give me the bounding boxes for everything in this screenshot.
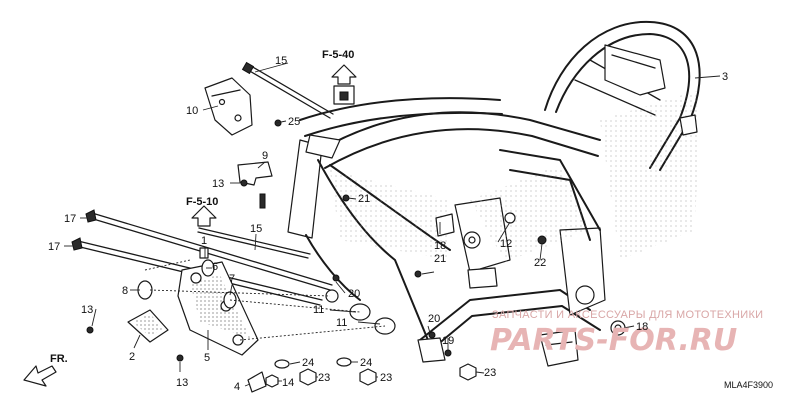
callout-15: 15 bbox=[250, 223, 262, 235]
callout-23-b: 23 bbox=[380, 372, 392, 384]
callout-16: 15 bbox=[275, 55, 287, 67]
callout-22: 22 bbox=[534, 257, 546, 269]
callout-11-a: 11 bbox=[313, 304, 324, 316]
callout-1: 1 bbox=[201, 235, 207, 247]
diagram-code: MLA4F3900 bbox=[724, 380, 773, 390]
callout-17-top: 17 bbox=[64, 213, 76, 225]
callout-4: 4 bbox=[234, 381, 240, 393]
callout-21-bottom: 21 bbox=[434, 253, 446, 265]
callout-18-center: 18 bbox=[434, 240, 446, 252]
callout-12: 12 bbox=[500, 238, 512, 250]
callout-10: 10 bbox=[186, 105, 198, 117]
watermark: ЗАПЧАСТИ И АКСЕССУАРЫ ДЛЯ МОТОТЕХНИКИ PA… bbox=[490, 309, 763, 358]
leader-lines bbox=[64, 62, 721, 387]
callout-11-b: 11 bbox=[336, 317, 347, 329]
callout-6: 6 bbox=[212, 261, 218, 273]
callout-5: 5 bbox=[204, 352, 210, 364]
callout-20-left: 20 bbox=[348, 288, 360, 300]
watermark-line2: PARTS-FOR.RU bbox=[490, 323, 737, 358]
callout-23-c: 23 bbox=[484, 367, 496, 379]
bracket-9 bbox=[237, 161, 273, 209]
callout-18-right: 18 bbox=[636, 321, 648, 333]
callout-9: 9 bbox=[262, 150, 268, 162]
callout-25: 25 bbox=[288, 116, 300, 128]
ref-label-f510: F-5-10 bbox=[186, 196, 218, 208]
watermark-line1: ЗАПЧАСТИ И АКСЕССУАРЫ ДЛЯ МОТОТЕХНИКИ bbox=[492, 309, 763, 321]
upper-bracket bbox=[204, 61, 334, 136]
main-frame bbox=[287, 20, 701, 367]
callout-14: 14 bbox=[282, 377, 294, 389]
callout-8: 8 bbox=[122, 285, 128, 297]
callout-24-left: 24 bbox=[302, 357, 314, 369]
fasteners bbox=[86, 119, 626, 393]
ref-f540 bbox=[331, 64, 357, 105]
callout-13-bottom: 13 bbox=[176, 377, 188, 389]
front-label: FR. bbox=[50, 353, 68, 365]
callout-21-top: 21 bbox=[358, 193, 370, 205]
callout-13-top: 13 bbox=[212, 178, 224, 190]
callout-17-bottom: 17 bbox=[48, 241, 60, 253]
callout-20-right: 20 bbox=[428, 313, 440, 325]
ref-f510 bbox=[191, 205, 217, 227]
callout-2: 2 bbox=[129, 351, 135, 363]
ref-label-f540: F-5-40 bbox=[322, 49, 354, 61]
callout-3: 3 bbox=[722, 71, 728, 83]
callout-7: 7 bbox=[229, 273, 235, 285]
front-arrow bbox=[23, 365, 57, 387]
callout-23-a: 23 bbox=[318, 372, 330, 384]
callout-19: 19 bbox=[442, 335, 454, 347]
callout-13-left: 13 bbox=[81, 304, 93, 316]
callouts: 15 10 25 9 13 21 17 17 15 1 6 7 8 13 2 1… bbox=[48, 55, 728, 393]
hanger-plate bbox=[127, 247, 396, 356]
callout-24-right: 24 bbox=[360, 357, 372, 369]
